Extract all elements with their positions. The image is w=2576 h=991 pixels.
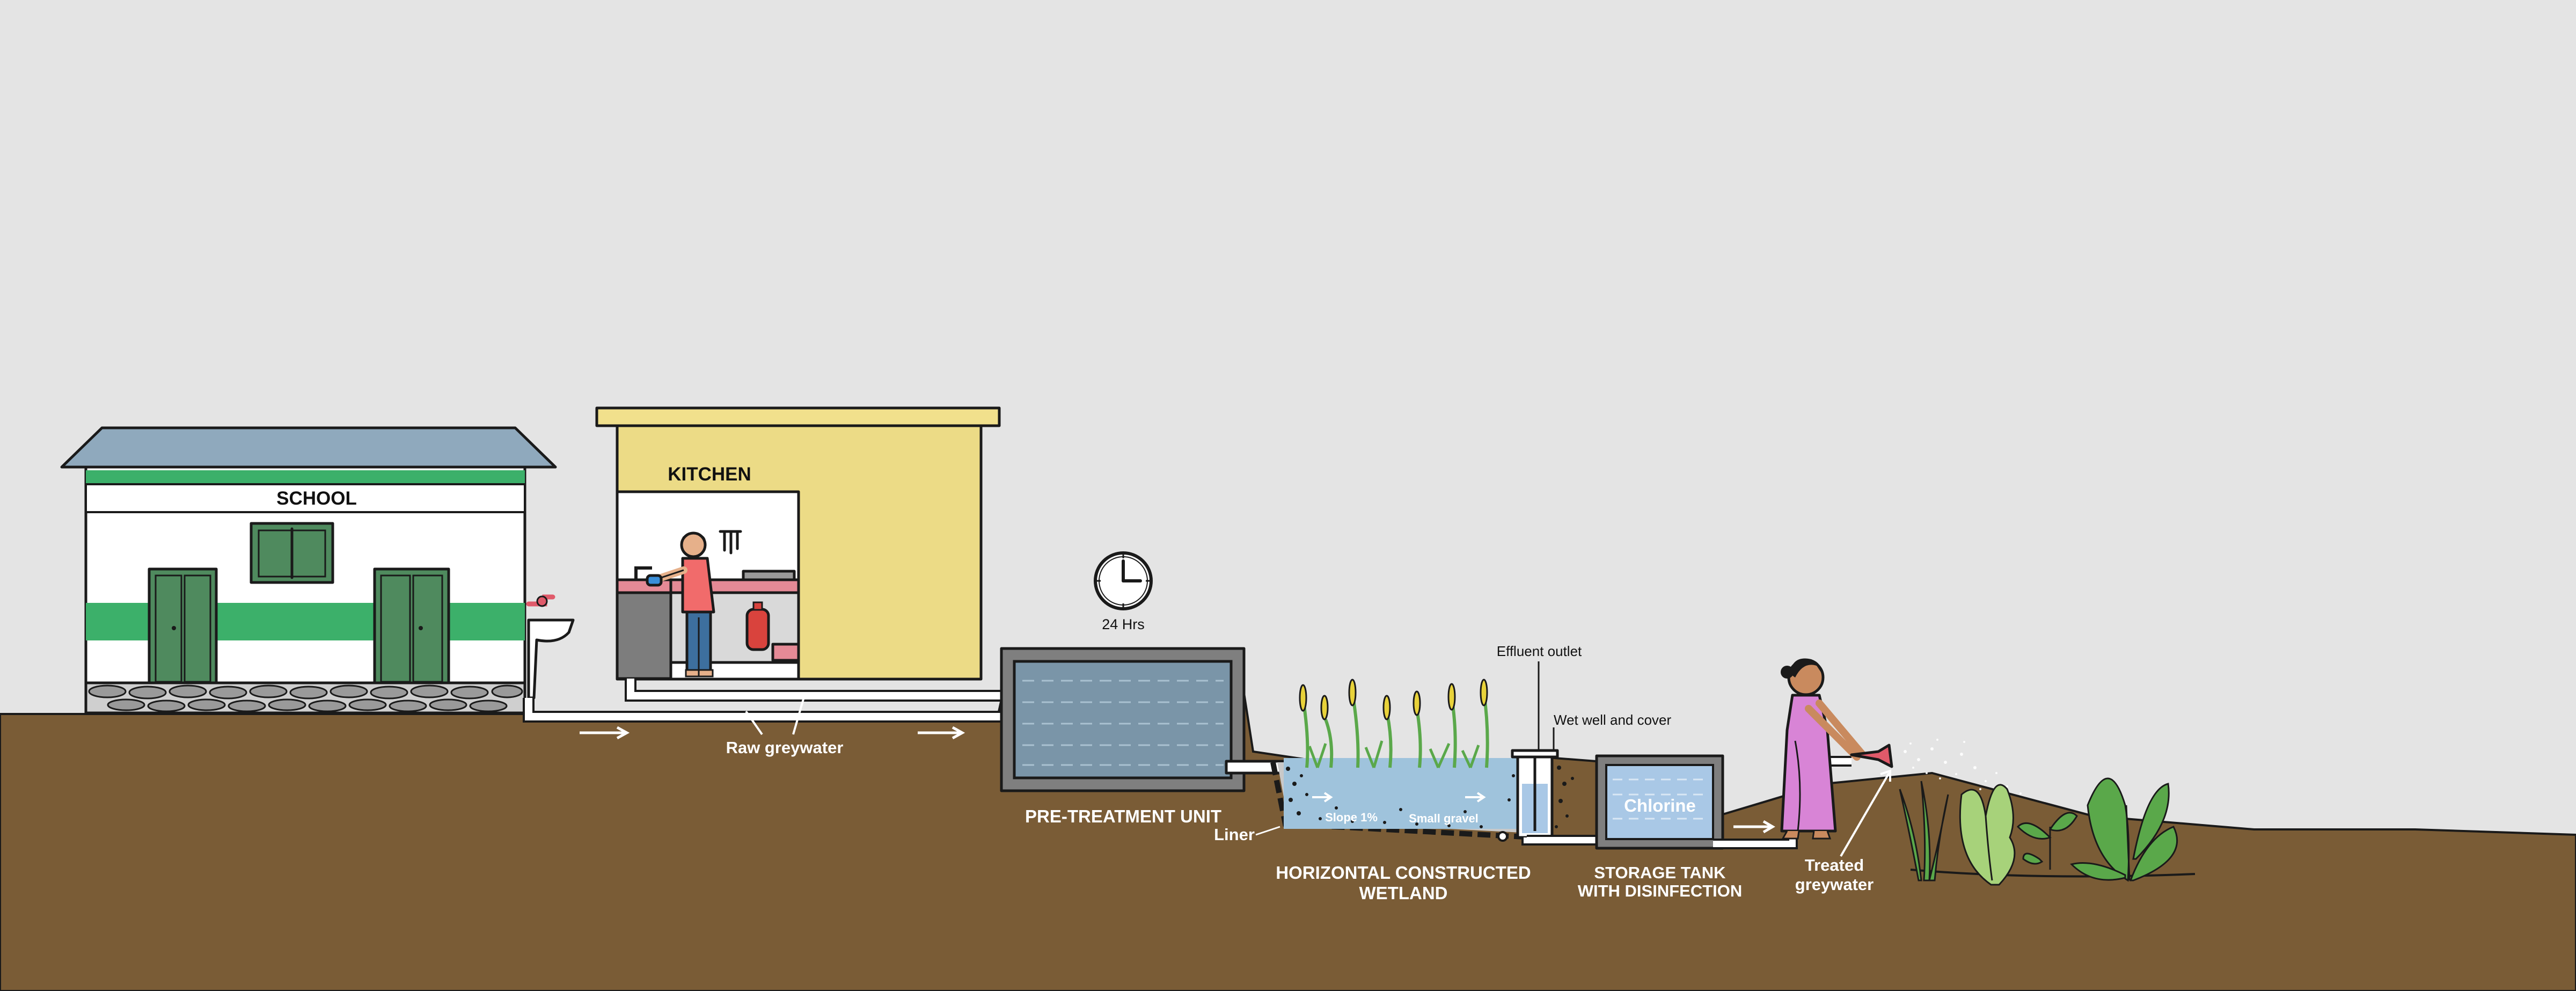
small-gravel-label: Small gravel	[1409, 812, 1479, 825]
pretreatment-unit: 24 Hrs PRE-TREATMENT UNIT	[1000, 551, 1246, 826]
raw-greywater-leader-right	[792, 693, 806, 735]
storage-label-line2: WITH DISINFECTION	[1578, 881, 1743, 900]
wetland-reeds	[1299, 679, 1489, 769]
school-door-right	[373, 567, 450, 688]
raw-greywater-pipes: Raw greywater	[523, 679, 1014, 757]
slope-label: Slope 1%	[1325, 811, 1378, 824]
wet-well-label: Wet well and cover	[1554, 712, 1672, 728]
school-stone-plinth	[84, 681, 526, 715]
treated-leader	[1840, 772, 1890, 857]
pretreatment-label: PRE-TREATMENT UNIT	[1025, 806, 1221, 826]
school-building: SCHOOL	[60, 426, 575, 715]
vegetable-garden	[1899, 777, 2196, 886]
pipe-joint	[1497, 831, 1508, 842]
wet-well-cover	[1511, 749, 1559, 759]
gas-cylinder-icon	[745, 601, 770, 651]
pretreatment-water-lines	[1022, 680, 1224, 766]
liner-label: Liner	[1214, 825, 1255, 844]
flow-arrow-icon	[1465, 792, 1486, 803]
wash-basin	[527, 618, 575, 699]
tap-icon	[526, 594, 555, 607]
utensil-rack-icon	[719, 530, 742, 555]
kitchen-roof	[595, 406, 1001, 427]
chlorine-label: Chlorine	[1624, 796, 1696, 815]
sink-faucet-icon	[634, 566, 652, 580]
flow-arrow-icon	[1733, 820, 1775, 834]
school-door-left	[148, 567, 218, 688]
storage-label-line1: STORAGE TANK	[1594, 863, 1726, 882]
school-sign-band	[85, 483, 526, 513]
kitchen-worker-figure	[646, 531, 715, 677]
kitchen-shelf	[771, 643, 800, 662]
kitchen-label: KITCHEN	[668, 464, 751, 485]
hose-nozzle-icon	[1850, 744, 1893, 768]
storage-tank: Chlorine STORAGE TANK WITH DISINFECTION	[1578, 754, 1743, 900]
school-label: SCHOOL	[276, 488, 357, 509]
raw-greywater-label: Raw greywater	[726, 738, 844, 757]
wetland-label-line2: WETLAND	[1359, 883, 1448, 903]
school-top-stripe	[86, 470, 525, 484]
flow-arrow-icon	[1312, 792, 1333, 803]
kitchen-stove	[742, 570, 796, 581]
spinach-plant	[2070, 777, 2178, 882]
wet-well-gravel	[1555, 766, 1574, 828]
wetland-label-line1: HORIZONTAL CONSTRUCTED	[1276, 863, 1531, 883]
flow-arrow-icon	[580, 726, 630, 740]
storage-tank-water	[1605, 764, 1714, 840]
raw-greywater-leader-left	[745, 710, 763, 735]
leafy-seedling	[2016, 812, 2078, 870]
wet-well: Effluent outlet Wet well and cover	[1497, 643, 1672, 839]
timer-label: 24 Hrs	[1102, 616, 1145, 632]
lettuce-plant	[1959, 784, 2016, 886]
treated-leader-arrowhead	[1880, 769, 1891, 782]
school-roof	[60, 426, 557, 469]
effluent-outlet-label: Effluent outlet	[1497, 643, 1582, 659]
water-spray	[1904, 739, 2022, 795]
onion-plant	[1899, 781, 1949, 881]
garden-bed-line	[1910, 869, 2196, 878]
treated-label-line2: greywater	[1795, 875, 1874, 894]
treated-label-line1: Treated	[1805, 856, 1864, 875]
constructed-wetland: Slope 1% Small gravel Liner HORIZONTAL C…	[1214, 679, 1544, 903]
clock-icon	[1094, 551, 1153, 610]
liner-leader	[1255, 826, 1280, 836]
school-window-frame	[258, 529, 326, 578]
pretreatment-tank-inner	[1013, 660, 1233, 779]
kitchen-sink	[616, 578, 672, 594]
gardener-figure	[1780, 658, 1866, 840]
kitchen-building: KITCHEN	[595, 406, 1001, 681]
kitchen-sink-base	[616, 591, 672, 680]
flow-arrow-icon	[918, 726, 965, 740]
